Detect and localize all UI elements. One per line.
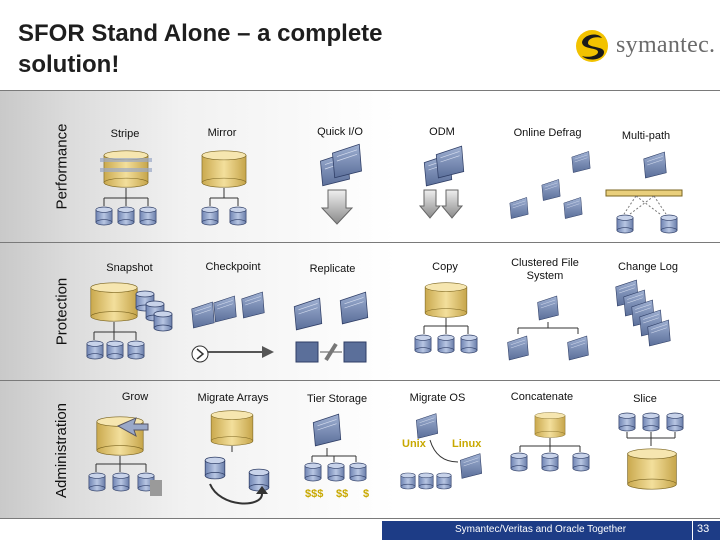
cell-label-mirror: Mirror — [207, 127, 237, 139]
page-title: SFOR Stand Alone – a complete solution! — [18, 20, 383, 78]
os-label-to: Linux — [452, 438, 482, 450]
cell-label-clustered-file-system: Clustered File System — [511, 257, 579, 282]
cell-label-quick-io: Quick I/O — [317, 126, 363, 138]
cell-label-odm: ODM — [429, 126, 455, 138]
footer-bar — [382, 521, 692, 540]
cell-label-snapshot: Snapshot — [106, 262, 153, 274]
cell-label-grow: Grow — [121, 391, 149, 403]
cell-label-replicate: Replicate — [309, 263, 356, 275]
cell-label-concatenate: Concatenate — [510, 391, 574, 403]
logo-wordmark: symantec. — [616, 32, 716, 58]
cell-label-copy: Copy — [432, 261, 458, 273]
divider — [0, 380, 720, 381]
symantec-swirl-icon — [576, 30, 608, 62]
cell-label-change-log: Change Log — [618, 261, 678, 273]
cell-label-slice: Slice — [633, 393, 657, 405]
cell-label-online-defrag: Online Defrag — [513, 127, 582, 139]
symantec-logo: symantec. — [574, 28, 715, 64]
cell-label-migrate-os: Migrate OS — [409, 392, 466, 404]
os-label-from: Unix — [402, 438, 426, 450]
cell-label-multi-path: Multi-path — [621, 130, 671, 142]
tier-cost-low: $ — [363, 488, 370, 500]
cell-label-checkpoint: Checkpoint — [205, 261, 261, 273]
cell-label-tier-storage: Tier Storage — [306, 393, 368, 405]
divider — [0, 242, 720, 243]
footer-text: Symantec/Veritas and Oracle Together — [455, 524, 627, 535]
cell-label-migrate-arrays: Migrate Arrays — [197, 392, 269, 404]
divider — [0, 518, 720, 519]
page-number-box — [693, 521, 720, 540]
page-number: 33 — [697, 523, 710, 535]
tier-cost-high: $$$ — [305, 488, 324, 500]
divider — [0, 90, 720, 91]
cell-label-stripe: Stripe — [110, 128, 140, 140]
tier-cost-mid: $$ — [336, 488, 349, 500]
